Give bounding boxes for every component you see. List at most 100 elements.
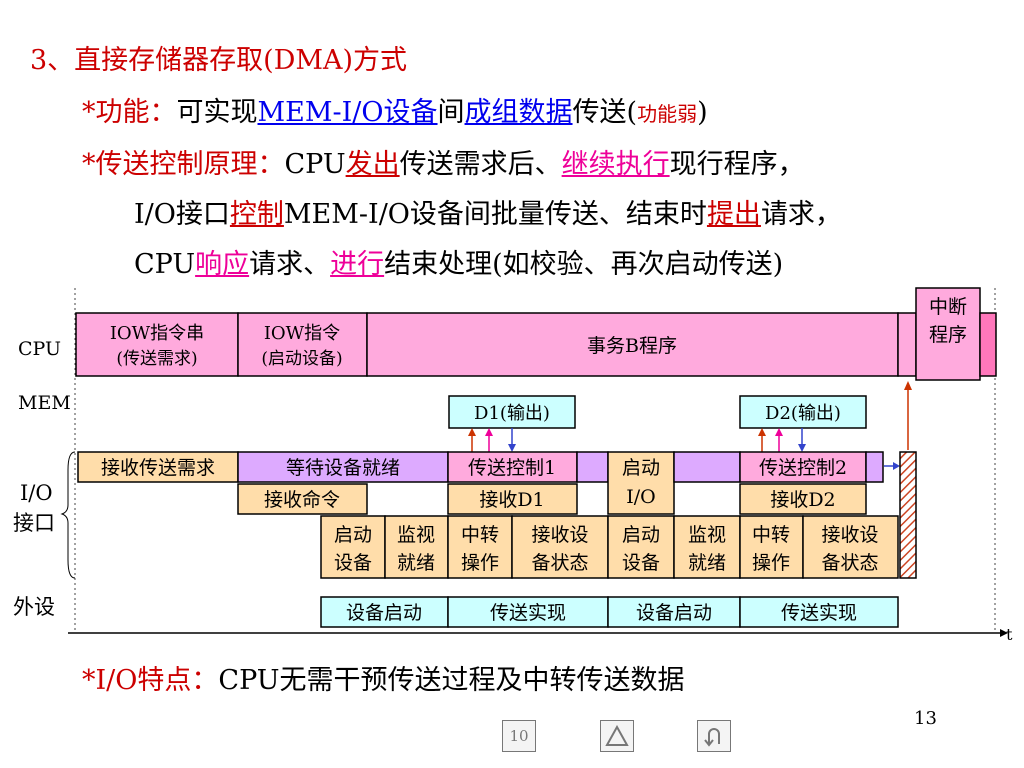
mem-d2-output (739, 395, 867, 429)
sub-monitor-ready-2-b: 就绪 (688, 552, 726, 574)
io-bracket (60, 451, 76, 579)
principle-prefix: *传送控制原理： (82, 149, 285, 180)
principle-text-1: CPU (284, 149, 346, 180)
io-receive-d1 (447, 483, 578, 515)
io-start-io-label-1: 启动 (622, 457, 660, 479)
row-label-cpu: CPU (18, 338, 61, 360)
sub-monitor-ready-1-a: 监视 (397, 524, 435, 546)
sub-start-device-2 (607, 515, 675, 579)
sub-recv-status-1 (511, 515, 609, 579)
io-receive-d2-label: 接收D2 (770, 489, 835, 511)
io-start-io (607, 451, 675, 515)
time-label: t (1006, 625, 1013, 644)
function-text-1: 可实现 (176, 97, 258, 128)
principle3-underline-1: 响应 (195, 249, 250, 280)
device-transfer-2-label: 传送实现 (781, 602, 857, 624)
principle2-text-2: MEM-I/O设备间批量传送、结束时 (283, 199, 707, 230)
cpu-iow-start-title: IOW指令 (264, 323, 340, 344)
sub-relay-op-2 (739, 515, 804, 579)
principle3-underline-2: 进行 (330, 249, 385, 280)
principle3-text-2: 请求、 (249, 249, 331, 280)
arrowhead-d2-down (798, 444, 806, 452)
sub-start-device-2-b: 设备 (622, 552, 660, 574)
function-underline-1: MEM-I/O设备 (257, 97, 438, 128)
sub-start-device-1-a: 启动 (334, 524, 372, 546)
io-feature-text: CPU无需干预传送过程及中转传送数据 (218, 665, 685, 696)
arrowhead-d1-up-1 (468, 428, 476, 436)
sub-start-device-2-a: 启动 (622, 524, 660, 546)
slide-title: 3、直接存储器存取(DMA)方式 (30, 45, 408, 76)
function-text-2: 间 (437, 97, 465, 128)
sub-recv-status-1-a: 接收设 (531, 524, 588, 546)
sub-monitor-ready-1-b: 就绪 (397, 552, 435, 574)
io-wait-short-3 (865, 451, 884, 483)
io-receive-command (237, 483, 368, 515)
sub-recv-status-2-b: 备状态 (821, 552, 878, 574)
cpu-pre-interrupt (897, 312, 917, 377)
io-wait-ready-label: 等待设备就绪 (286, 457, 400, 479)
sub-relay-op-2-b: 操作 (752, 552, 790, 574)
sub-relay-op-1-b: 操作 (461, 552, 499, 574)
time-axis-arrowhead (1000, 629, 1008, 637)
function-line: *功能：可实现MEM-I/O设备间成组数据传送(功能弱) (82, 90, 708, 129)
principle-line-2: I/O接口控制MEM-I/O设备间批量传送、结束时提出请求， (134, 192, 842, 231)
nav-prev-button[interactable]: 10 (502, 720, 536, 752)
function-text-4: ) (697, 97, 708, 128)
cpu-transaction-b-label: 事务B程序 (587, 335, 677, 357)
io-receive-command-label: 接收命令 (264, 489, 340, 511)
sub-recv-status-2-a: 接收设 (821, 524, 878, 546)
io-transfer-control-2-label: 传送控制2 (759, 457, 847, 479)
function-underline-2: 成组数据 (464, 97, 573, 128)
arrowhead-interrupt-to-cpu (904, 381, 912, 390)
arrowhead-d2-up-2 (775, 428, 783, 436)
mem-d2-label: D2(输出) (765, 403, 841, 424)
cpu-interrupt-program (915, 287, 981, 381)
device-transfer-2 (739, 596, 899, 628)
function-prefix: *功能： (82, 97, 177, 128)
nav-return-button[interactable] (697, 720, 731, 752)
cpu-interrupt-label-2: 程序 (929, 324, 967, 346)
sub-recv-status-2 (802, 515, 899, 579)
principle-underline-2: 继续执行 (561, 149, 670, 180)
principle2-text-1: I/O接口 (134, 199, 230, 230)
page-number: 13 (914, 708, 937, 729)
cpu-iow-start-sub: (启动设备) (261, 349, 342, 369)
sub-relay-op-2-a: 中转 (752, 524, 790, 546)
principle2-text-3: 请求， (760, 199, 842, 230)
io-receive-d2 (739, 483, 867, 515)
principle3-text-3: 结束处理(如校验、再次启动传送) (384, 249, 784, 280)
principle3-text-1: CPU (134, 249, 196, 280)
cpu-iow-request-title: IOW指令串 (110, 323, 204, 344)
principle-line-1: *传送控制原理：CPU发出传送需求后、继续执行现行程序， (82, 142, 805, 181)
io-receive-d1-label: 接收D1 (479, 489, 544, 511)
device-transfer-1-label: 传送实现 (490, 602, 566, 624)
cpu-transaction-b (366, 312, 899, 377)
function-small-note: 功能弱 (637, 102, 698, 126)
sub-monitor-ready-2-a: 监视 (688, 524, 726, 546)
row-label-mem: MEM (18, 392, 71, 414)
io-transfer-control-1-label: 传送控制1 (468, 457, 556, 479)
io-sub-ops: 启动 设备 监视 就绪 中转 操作 接收设 备状态 启动 设备 监视 就绪 中转… (320, 515, 899, 579)
sub-start-device-1 (320, 515, 386, 579)
cpu-interrupt-label-1: 中断 (929, 296, 967, 318)
principle-text-3: 现行程序， (669, 149, 805, 180)
nav-prev-label: 10 (509, 727, 529, 745)
device-start-2-label: 设备启动 (636, 602, 712, 624)
sub-recv-status-1-b: 备状态 (531, 552, 588, 574)
io-receive-request-label: 接收传送需求 (101, 457, 215, 479)
mem-d1-label: D1(输出) (474, 403, 550, 424)
principle-underline-1: 发出 (345, 149, 400, 180)
nav-home-button[interactable] (600, 720, 634, 752)
triangle-up-icon (605, 725, 629, 746)
principle2-underline-2: 提出 (706, 199, 761, 230)
io-start-io-label-2: I/O (626, 486, 655, 508)
arrowhead-d1-up-2 (485, 428, 493, 436)
io-feature-prefix: *I/O特点： (82, 665, 219, 696)
io-feature-line: *I/O特点：CPU无需干预传送过程及中转传送数据 (82, 658, 685, 697)
row-label-io-2: 接口 (13, 511, 55, 535)
io-wait-short-2 (673, 451, 741, 483)
row-label-device: 外设 (13, 595, 55, 619)
device-start-1-label: 设备启动 (346, 602, 422, 624)
arrowhead-d2-up-1 (758, 428, 766, 436)
